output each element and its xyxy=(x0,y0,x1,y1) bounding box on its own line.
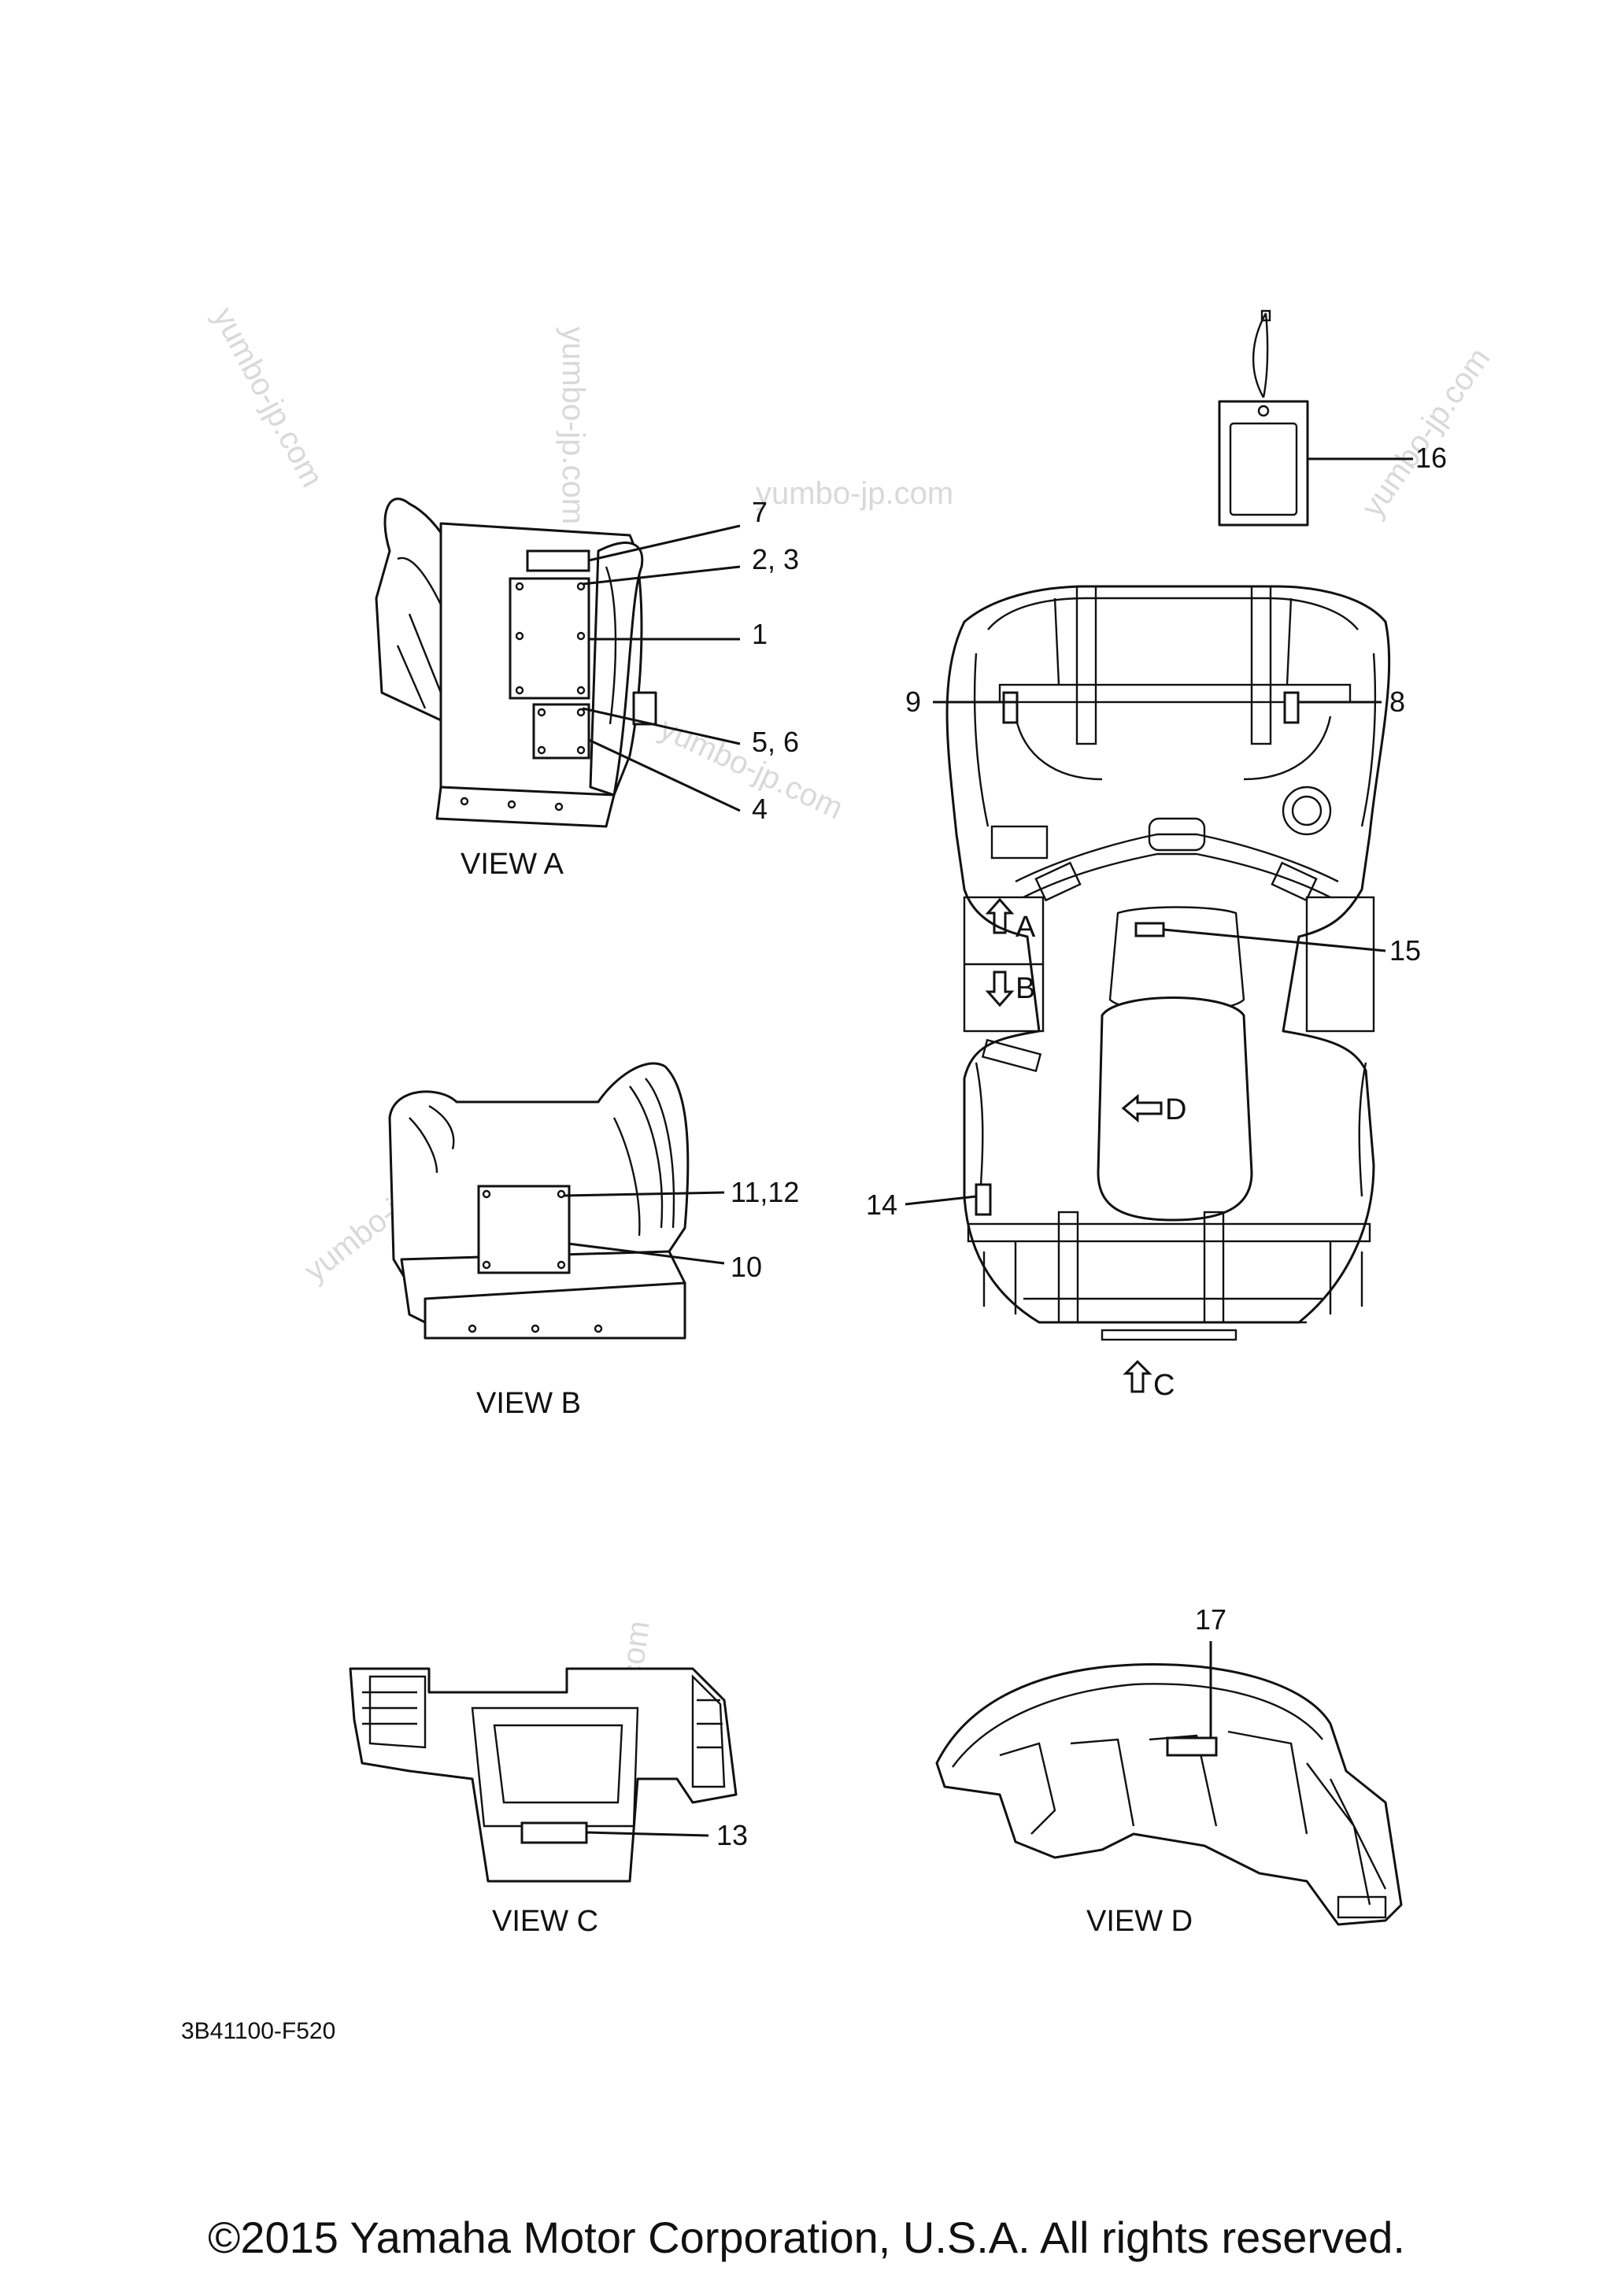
decal-7 xyxy=(526,549,590,572)
arrow-b-icon xyxy=(985,971,1015,1008)
arrow-d-icon xyxy=(1121,1093,1163,1123)
view-arrows xyxy=(985,897,1163,1393)
atv-top-view xyxy=(905,585,1391,1341)
arrow-a-label: A xyxy=(1016,911,1036,944)
arrow-letters: A B D C xyxy=(1016,911,1186,1402)
callout-5-6: 5, 6 xyxy=(752,726,799,758)
view-b-label: VIEW B xyxy=(476,1387,581,1420)
decal-14 xyxy=(975,1183,992,1216)
arrow-c-icon xyxy=(1123,1359,1152,1393)
watermark-2: yumbo-jp.com xyxy=(556,327,590,524)
watermark-3: yumbo-jp.com xyxy=(756,476,953,511)
watermark-4: yumbo-jp.com xyxy=(1355,342,1496,523)
callout-13: 13 xyxy=(716,1819,748,1851)
callouts: 7 2, 3 1 5, 6 4 16 9 8 15 14 11,12 10 13… xyxy=(716,442,1447,1851)
view-labels: VIEW A VIEW B VIEW C VIEW D xyxy=(461,848,1193,1938)
view-c-label: VIEW C xyxy=(492,1905,598,1938)
decal-9 xyxy=(1002,691,1019,724)
callout-14: 14 xyxy=(866,1189,897,1221)
decal-8 xyxy=(1283,691,1300,724)
callout-15: 15 xyxy=(1389,934,1421,967)
view-d-drawing xyxy=(935,1641,1403,1926)
decal-1 xyxy=(509,577,590,700)
arrow-a-icon xyxy=(985,897,1015,934)
decal-4 xyxy=(532,703,590,760)
callout-2-3: 2, 3 xyxy=(752,543,799,575)
view-a-drawing xyxy=(375,497,741,828)
callout-1: 1 xyxy=(752,618,768,650)
arrow-c-label: C xyxy=(1153,1369,1175,1402)
callout-8: 8 xyxy=(1389,686,1405,718)
view-a-label: VIEW A xyxy=(461,848,564,881)
callout-10: 10 xyxy=(731,1251,762,1283)
hang-tag xyxy=(1218,309,1413,527)
callout-11-12: 11,12 xyxy=(731,1176,799,1208)
watermark-1: yumbo-jp.com xyxy=(206,302,330,493)
decal-15 xyxy=(1134,922,1165,937)
callout-9: 9 xyxy=(905,686,921,718)
view-d-label: VIEW D xyxy=(1086,1905,1193,1938)
decal-13 xyxy=(520,1821,588,1844)
view-c-drawing xyxy=(349,1667,738,1883)
arrow-d-label: D xyxy=(1165,1093,1186,1126)
callout-17: 17 xyxy=(1195,1603,1226,1636)
copyright-notice: ©2015 Yamaha Motor Corporation, U.S.A. A… xyxy=(208,2213,1405,2262)
callout-16: 16 xyxy=(1415,442,1447,474)
callout-7: 7 xyxy=(752,496,768,528)
part-code: 3B41100-F520 xyxy=(181,2018,335,2044)
view-b-drawing xyxy=(388,1062,725,1340)
arrow-b-label: B xyxy=(1016,972,1035,1005)
decal-17 xyxy=(1166,1736,1218,1757)
callout-4: 4 xyxy=(752,793,768,825)
decal-10 xyxy=(477,1185,571,1274)
